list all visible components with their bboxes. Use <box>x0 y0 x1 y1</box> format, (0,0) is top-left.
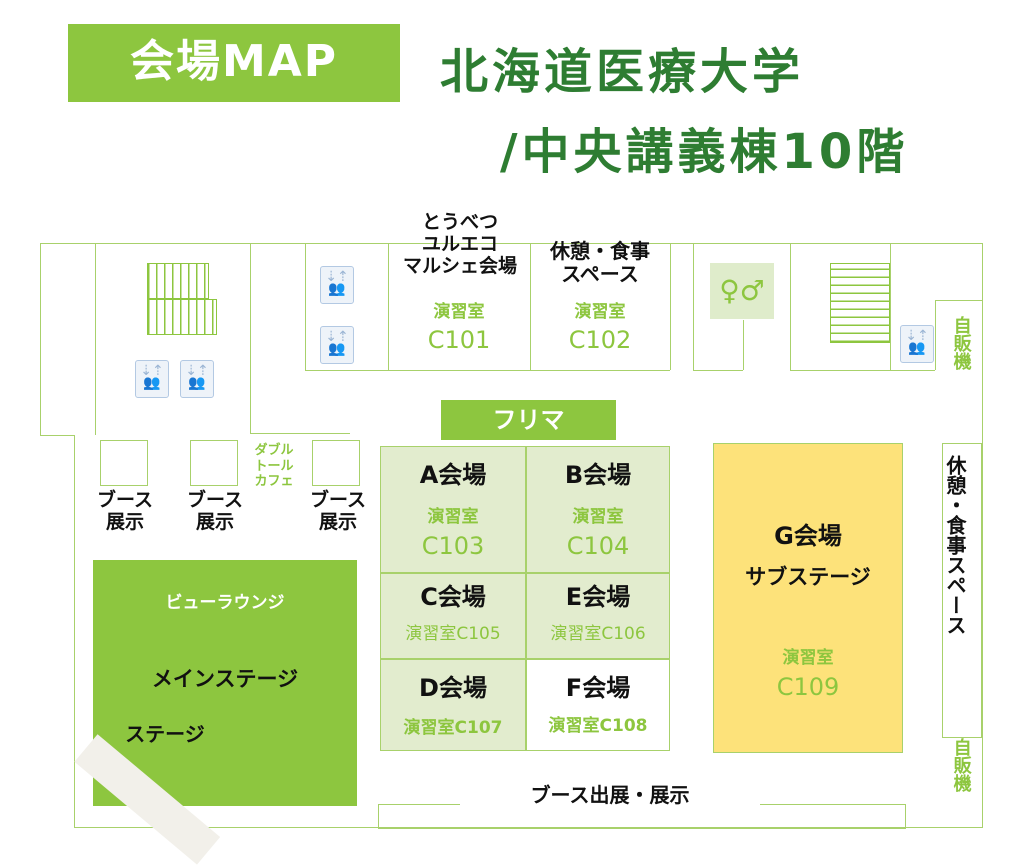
wall <box>935 300 982 301</box>
wall <box>693 243 694 370</box>
c102-room-label: 演習室 <box>574 302 626 322</box>
room-f-label: 演習室C108 <box>548 716 648 736</box>
stairs-icon <box>830 263 890 343</box>
elevator-icon: ⇣⇡👥 <box>180 360 214 398</box>
c101-event-label: とうべつ ユルエコ マルシェ会場 <box>402 211 517 277</box>
lounge-label: ビューラウンジ <box>165 593 285 613</box>
booth-bottom-label: ブース出展・展示 <box>460 784 760 807</box>
rest-space-right <box>942 443 982 738</box>
room-g-name: G会場 <box>774 522 842 550</box>
wall <box>530 243 531 370</box>
flea-market-banner: フリマ <box>441 400 616 440</box>
rest-space-right-label: 休憩・食事スペース <box>943 455 967 635</box>
room-c <box>380 573 526 659</box>
outline-mask-left <box>36 435 74 835</box>
room-c-name: C会場 <box>420 583 486 611</box>
room-a-code: C103 <box>421 532 485 560</box>
room-g-sub: サブステージ <box>745 565 871 589</box>
vending-machine-top: 自販機 <box>950 316 972 370</box>
booth-square <box>190 440 238 486</box>
elevator-icon: ⇣⇡👥 <box>900 325 934 363</box>
wall <box>693 370 743 371</box>
wall <box>305 243 306 370</box>
stairs-icon <box>147 263 209 299</box>
elevator-icon: ⇣⇡👥 <box>320 326 354 364</box>
room-e-name: E会場 <box>565 583 631 611</box>
room-a <box>380 446 526 573</box>
main-stage-label: メインステージ <box>151 667 299 691</box>
left-wall-step <box>40 435 75 436</box>
building-title-line1: 北海道医療大学 <box>440 44 805 100</box>
view-lounge <box>93 560 357 806</box>
restroom-icon: ♀♂ <box>710 263 774 319</box>
right-wall <box>982 243 983 828</box>
map-badge: 会場MAP <box>68 24 400 102</box>
cafe-label: ダブル トール カフェ <box>254 443 294 490</box>
room-d <box>380 659 526 751</box>
wall <box>890 370 935 371</box>
vending-machine-bottom: 自販機 <box>950 738 972 792</box>
wall <box>95 243 96 435</box>
elevator-icon: ⇣⇡👥 <box>135 360 169 398</box>
room-d-label: 演習室C107 <box>403 718 503 738</box>
wall <box>790 370 890 371</box>
c101-room-label: 演習室 <box>433 302 485 322</box>
room-b-name: B会場 <box>564 461 632 489</box>
c102-event-label: 休憩・食事 スペース <box>550 239 650 286</box>
booth-label-3: ブース 展示 <box>309 489 367 533</box>
wall <box>935 300 936 370</box>
left-wall <box>74 435 75 828</box>
booth-square <box>312 440 360 486</box>
wall <box>388 243 389 370</box>
room-f-name: F会場 <box>565 674 631 702</box>
booth-label-2: ブース 展示 <box>186 489 244 533</box>
wall <box>670 243 671 370</box>
room-g-label: 演習室 <box>782 648 834 668</box>
wall <box>890 243 891 370</box>
stage-label: ステージ <box>125 722 205 746</box>
stairs-icon <box>147 299 217 335</box>
room-a-label: 演習室 <box>427 507 479 527</box>
wall <box>305 370 670 371</box>
room-b-code: C104 <box>566 532 630 560</box>
room-e <box>526 573 670 659</box>
room-c-label: 演習室C105 <box>405 624 501 644</box>
building-title-line2: /中央講義棟10階 <box>500 124 909 180</box>
room-f <box>526 659 670 751</box>
booth-bottom-strip <box>378 804 906 829</box>
room-a-name: A会場 <box>419 461 487 489</box>
room-g <box>713 443 903 753</box>
room-e-label: 演習室C106 <box>550 624 646 644</box>
c101-room-code: C101 <box>427 326 491 354</box>
left-upper-wall <box>40 243 41 436</box>
room-b-label: 演習室 <box>572 507 624 527</box>
room-d-name: D会場 <box>419 674 487 702</box>
c102-room-code: C102 <box>568 326 632 354</box>
wall <box>250 243 251 433</box>
room-g-code: C109 <box>776 673 840 701</box>
booth-label-1: ブース 展示 <box>96 489 154 533</box>
room-b <box>526 446 670 573</box>
wall <box>790 243 791 370</box>
elevator-icon: ⇣⇡👥 <box>320 266 354 304</box>
wall <box>250 433 350 434</box>
booth-square <box>100 440 148 486</box>
wall <box>743 320 744 370</box>
